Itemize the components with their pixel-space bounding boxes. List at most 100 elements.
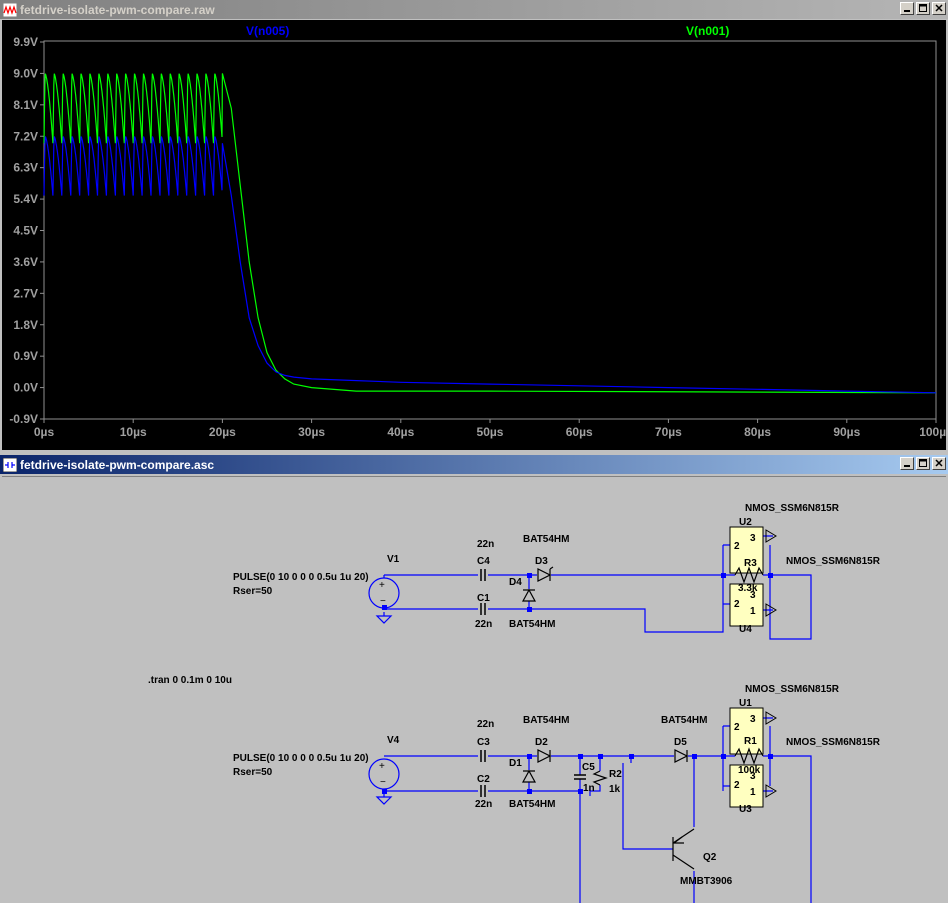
diode-d4[interactable] <box>521 588 537 602</box>
label-c5[interactable]: C5 <box>582 762 595 773</box>
label-u2-model[interactable]: NMOS_SSM6N815R <box>745 503 840 514</box>
junction-dots <box>382 754 773 794</box>
resistor-r1[interactable] <box>734 747 764 765</box>
capacitor-c2[interactable] <box>480 785 486 797</box>
label-d2[interactable]: D2 <box>535 737 548 748</box>
label-v1-value[interactable]: PULSE(0 10 0 0 0 0.5u 1u 20) <box>233 572 369 583</box>
capacitor-c5[interactable] <box>574 774 586 780</box>
trace-vn001[interactable] <box>43 73 937 394</box>
label-r2-value[interactable]: 1k <box>609 784 621 795</box>
label-c1-value[interactable]: 22n <box>475 619 492 630</box>
diode-d3[interactable] <box>537 566 554 582</box>
schematic-minimize-button[interactable] <box>900 457 914 470</box>
plot-frame <box>43 40 937 420</box>
trace-vn005[interactable] <box>43 136 937 394</box>
waveform-plot[interactable]: 9.9V9.0V8.1V7.2V6.3V5.4V4.5V3.6V2.7V1.8V… <box>2 20 948 450</box>
voltage-source-v4[interactable]: + − <box>368 758 400 790</box>
label-v4[interactable]: V4 <box>387 735 400 746</box>
label-c3[interactable]: C3 <box>477 737 490 748</box>
schematic-window-titlebar[interactable]: fetdrive-isolate-pwm-compare.asc <box>0 455 948 474</box>
label-v1-rser[interactable]: Rser=50 <box>233 586 273 597</box>
label-side-model-top[interactable]: NMOS_SSM6N815R <box>786 556 881 567</box>
mosfet-u3[interactable] <box>729 764 777 808</box>
label-v4-rser[interactable]: Rser=50 <box>233 767 273 778</box>
svg-text:+: + <box>379 761 385 772</box>
x-tick-label: 40µs <box>387 425 414 439</box>
voltage-source-v1[interactable]: + − <box>368 577 400 609</box>
label-side-model-bottom[interactable]: NMOS_SSM6N815R <box>786 737 881 748</box>
label-pin2: 2 <box>734 599 740 610</box>
label-d5-model[interactable]: BAT54HM <box>661 715 707 726</box>
label-u1[interactable]: U1 <box>739 698 752 709</box>
mosfet-u2[interactable] <box>729 526 777 574</box>
junction-dots <box>382 573 773 612</box>
label-d1-model[interactable]: BAT54HM <box>509 799 555 810</box>
diode-d5[interactable] <box>674 749 689 763</box>
label-c1[interactable]: C1 <box>477 593 490 604</box>
label-r3[interactable]: R3 <box>744 558 757 569</box>
label-d3[interactable]: D3 <box>535 556 548 567</box>
ground-symbol <box>376 611 392 624</box>
label-v4-value[interactable]: PULSE(0 10 0 0 0 0.5u 1u 20) <box>233 753 369 764</box>
label-d4-model[interactable]: BAT54HM <box>509 619 555 630</box>
diode-d2[interactable] <box>537 749 552 763</box>
label-r3-value[interactable]: 3.3k <box>738 583 758 594</box>
plot-close-button[interactable] <box>932 2 946 15</box>
capacitor-c4[interactable] <box>480 569 486 581</box>
label-u1-model[interactable]: NMOS_SSM6N815R <box>745 684 840 695</box>
label-c2-value[interactable]: 22n <box>475 799 492 810</box>
label-r1[interactable]: R1 <box>744 736 757 747</box>
plot-minimize-button[interactable] <box>900 2 914 15</box>
label-u4[interactable]: U4 <box>739 624 752 635</box>
label-pin3: 3 <box>750 714 756 725</box>
schematic-close-button[interactable] <box>932 457 946 470</box>
label-c4-value[interactable]: 22n <box>477 539 494 550</box>
x-tick-label: 60µs <box>566 425 593 439</box>
label-d5[interactable]: D5 <box>674 737 687 748</box>
schematic-drawing[interactable]: + − <box>0 477 944 903</box>
label-q2[interactable]: Q2 <box>703 852 717 863</box>
resistor-r3[interactable] <box>734 566 764 584</box>
y-tick-label: 3.6V <box>13 255 38 269</box>
label-c2[interactable]: C2 <box>477 774 490 785</box>
label-u2[interactable]: U2 <box>739 517 752 528</box>
y-tick-label: 9.0V <box>13 66 38 80</box>
schematic-window: fetdrive-isolate-pwm-compare.asc <box>0 455 948 903</box>
label-v1[interactable]: V1 <box>387 554 400 565</box>
label-d3-model[interactable]: BAT54HM <box>523 534 569 545</box>
label-d4[interactable]: D4 <box>509 577 522 588</box>
diode-d1[interactable] <box>521 769 537 783</box>
mosfet-u1[interactable] <box>729 707 777 755</box>
plot-window-titlebar[interactable]: fetdrive-isolate-pwm-compare.raw <box>0 0 948 19</box>
label-q2-model[interactable]: MMBT3906 <box>680 876 733 887</box>
capacitor-c3[interactable] <box>480 750 486 762</box>
label-r2[interactable]: R2 <box>609 769 622 780</box>
label-c4[interactable]: C4 <box>477 556 490 567</box>
label-pin2: 2 <box>734 541 740 552</box>
plot-window-title: fetdrive-isolate-pwm-compare.raw <box>20 2 215 17</box>
trace-label-n005[interactable]: V(n005) <box>246 24 289 38</box>
mosfet-u4[interactable] <box>729 583 777 627</box>
label-d2-model[interactable]: BAT54HM <box>523 715 569 726</box>
schematic-canvas[interactable]: + − <box>2 476 946 903</box>
plot-maximize-button[interactable] <box>916 2 930 15</box>
maximize-icon <box>919 459 927 467</box>
label-c3-value[interactable]: 22n <box>477 719 494 730</box>
spice-directive[interactable]: .tran 0 0.1m 0 10u <box>148 675 232 686</box>
resistor-r2[interactable] <box>592 770 608 786</box>
y-tick-label: 2.7V <box>13 286 38 300</box>
label-u3[interactable]: U3 <box>739 804 752 815</box>
svg-text:+: + <box>379 580 385 591</box>
ground-symbol <box>376 792 392 805</box>
label-c5-value[interactable]: 1n <box>583 783 595 794</box>
x-tick-label: 70µs <box>655 425 682 439</box>
trace-label-n001[interactable]: V(n001) <box>686 24 729 38</box>
label-r1-value[interactable]: 100k <box>738 765 761 776</box>
capacitor-c1[interactable] <box>480 603 486 615</box>
label-d1[interactable]: D1 <box>509 758 522 769</box>
transistor-q2[interactable] <box>672 828 695 870</box>
schematic-maximize-button[interactable] <box>916 457 930 470</box>
y-tick-label: -0.9V <box>9 412 38 426</box>
